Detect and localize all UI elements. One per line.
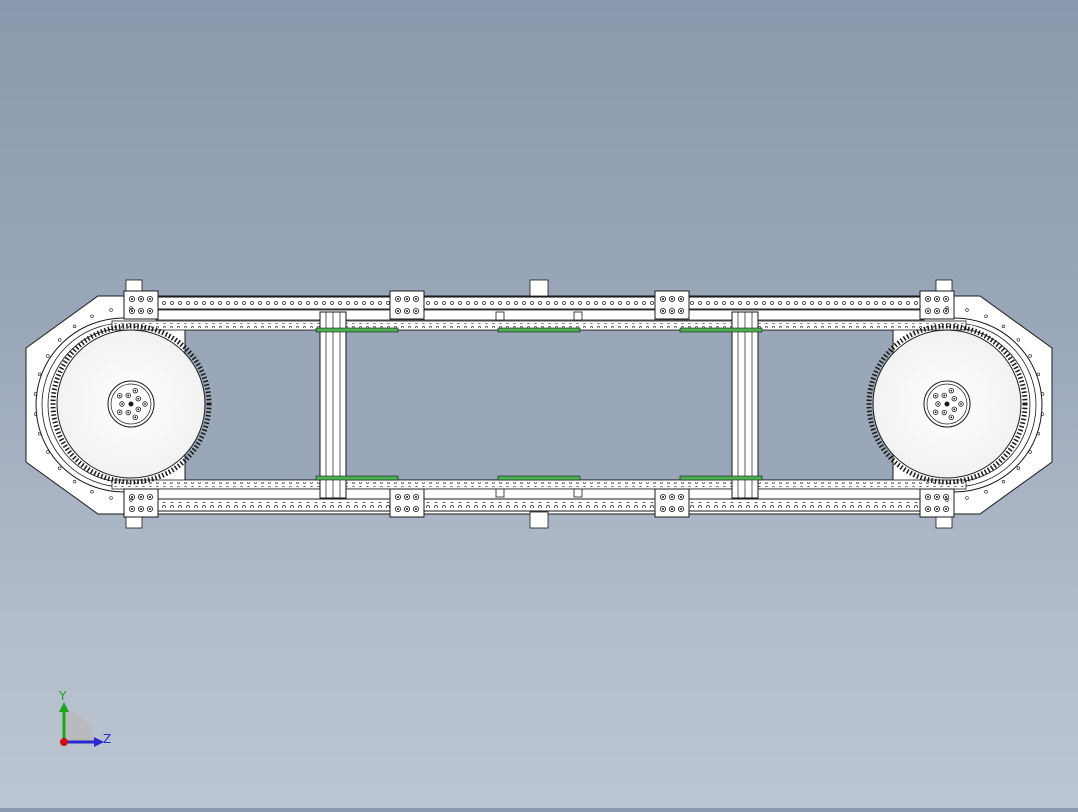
frame-bolt <box>945 306 949 310</box>
triad-z-label: Z <box>103 732 112 746</box>
frame-bolt <box>46 450 50 454</box>
frame-bolt <box>1016 338 1021 342</box>
frame-bolt <box>965 308 969 312</box>
connector-blocks <box>123 290 955 518</box>
frame-bolt <box>90 314 94 318</box>
frame-bolt <box>129 498 133 502</box>
frame-bolt <box>46 354 50 358</box>
support-column-right <box>731 311 759 499</box>
frame-bolt <box>984 314 988 318</box>
connector-block <box>919 290 955 320</box>
frame-bolt <box>33 392 38 396</box>
frame-bolt <box>1040 412 1045 416</box>
frame-bolt <box>945 498 949 502</box>
triad-y-label: Y <box>59 689 67 703</box>
frame-bolt <box>72 324 77 329</box>
coordinate-triad <box>59 702 104 747</box>
connector-block <box>123 290 159 320</box>
frame-perimeter-bolts <box>33 306 1045 502</box>
frame-bolt <box>90 490 94 494</box>
frame-bolt <box>57 338 62 342</box>
upper-rail <box>111 296 967 331</box>
lower-rail <box>111 479 967 512</box>
frame-bolt <box>1040 392 1045 396</box>
frame-bolt <box>1016 466 1021 470</box>
frame-bolt <box>1036 372 1041 377</box>
frame-bolt <box>37 431 42 436</box>
support-column-left <box>319 311 347 499</box>
connector-block <box>654 488 690 518</box>
frame-bolt <box>1028 354 1032 358</box>
guide-strips <box>315 327 763 481</box>
frame-bolt <box>72 479 77 484</box>
frame-bolt <box>1001 324 1006 329</box>
frame-bolt <box>109 308 113 312</box>
connector-block <box>123 488 159 518</box>
hub-bolts <box>116 387 964 421</box>
connector-block <box>919 488 955 518</box>
frame-bolt <box>1028 450 1032 454</box>
connector-block <box>389 488 425 518</box>
frame-bolt <box>984 490 988 494</box>
frame-bolt <box>57 466 62 470</box>
frame-bolt <box>1001 479 1006 484</box>
frame-bolt <box>109 496 113 500</box>
connector-block <box>389 290 425 320</box>
frame-bolt <box>1036 431 1041 436</box>
hub-center <box>944 401 950 407</box>
frame-bolt <box>33 412 38 416</box>
frame-bolt <box>129 306 133 310</box>
hub-center <box>128 401 134 407</box>
connector-block <box>654 290 690 320</box>
inner-window <box>184 329 894 481</box>
frame-bolt <box>965 496 969 500</box>
frame-bolt <box>37 372 42 377</box>
